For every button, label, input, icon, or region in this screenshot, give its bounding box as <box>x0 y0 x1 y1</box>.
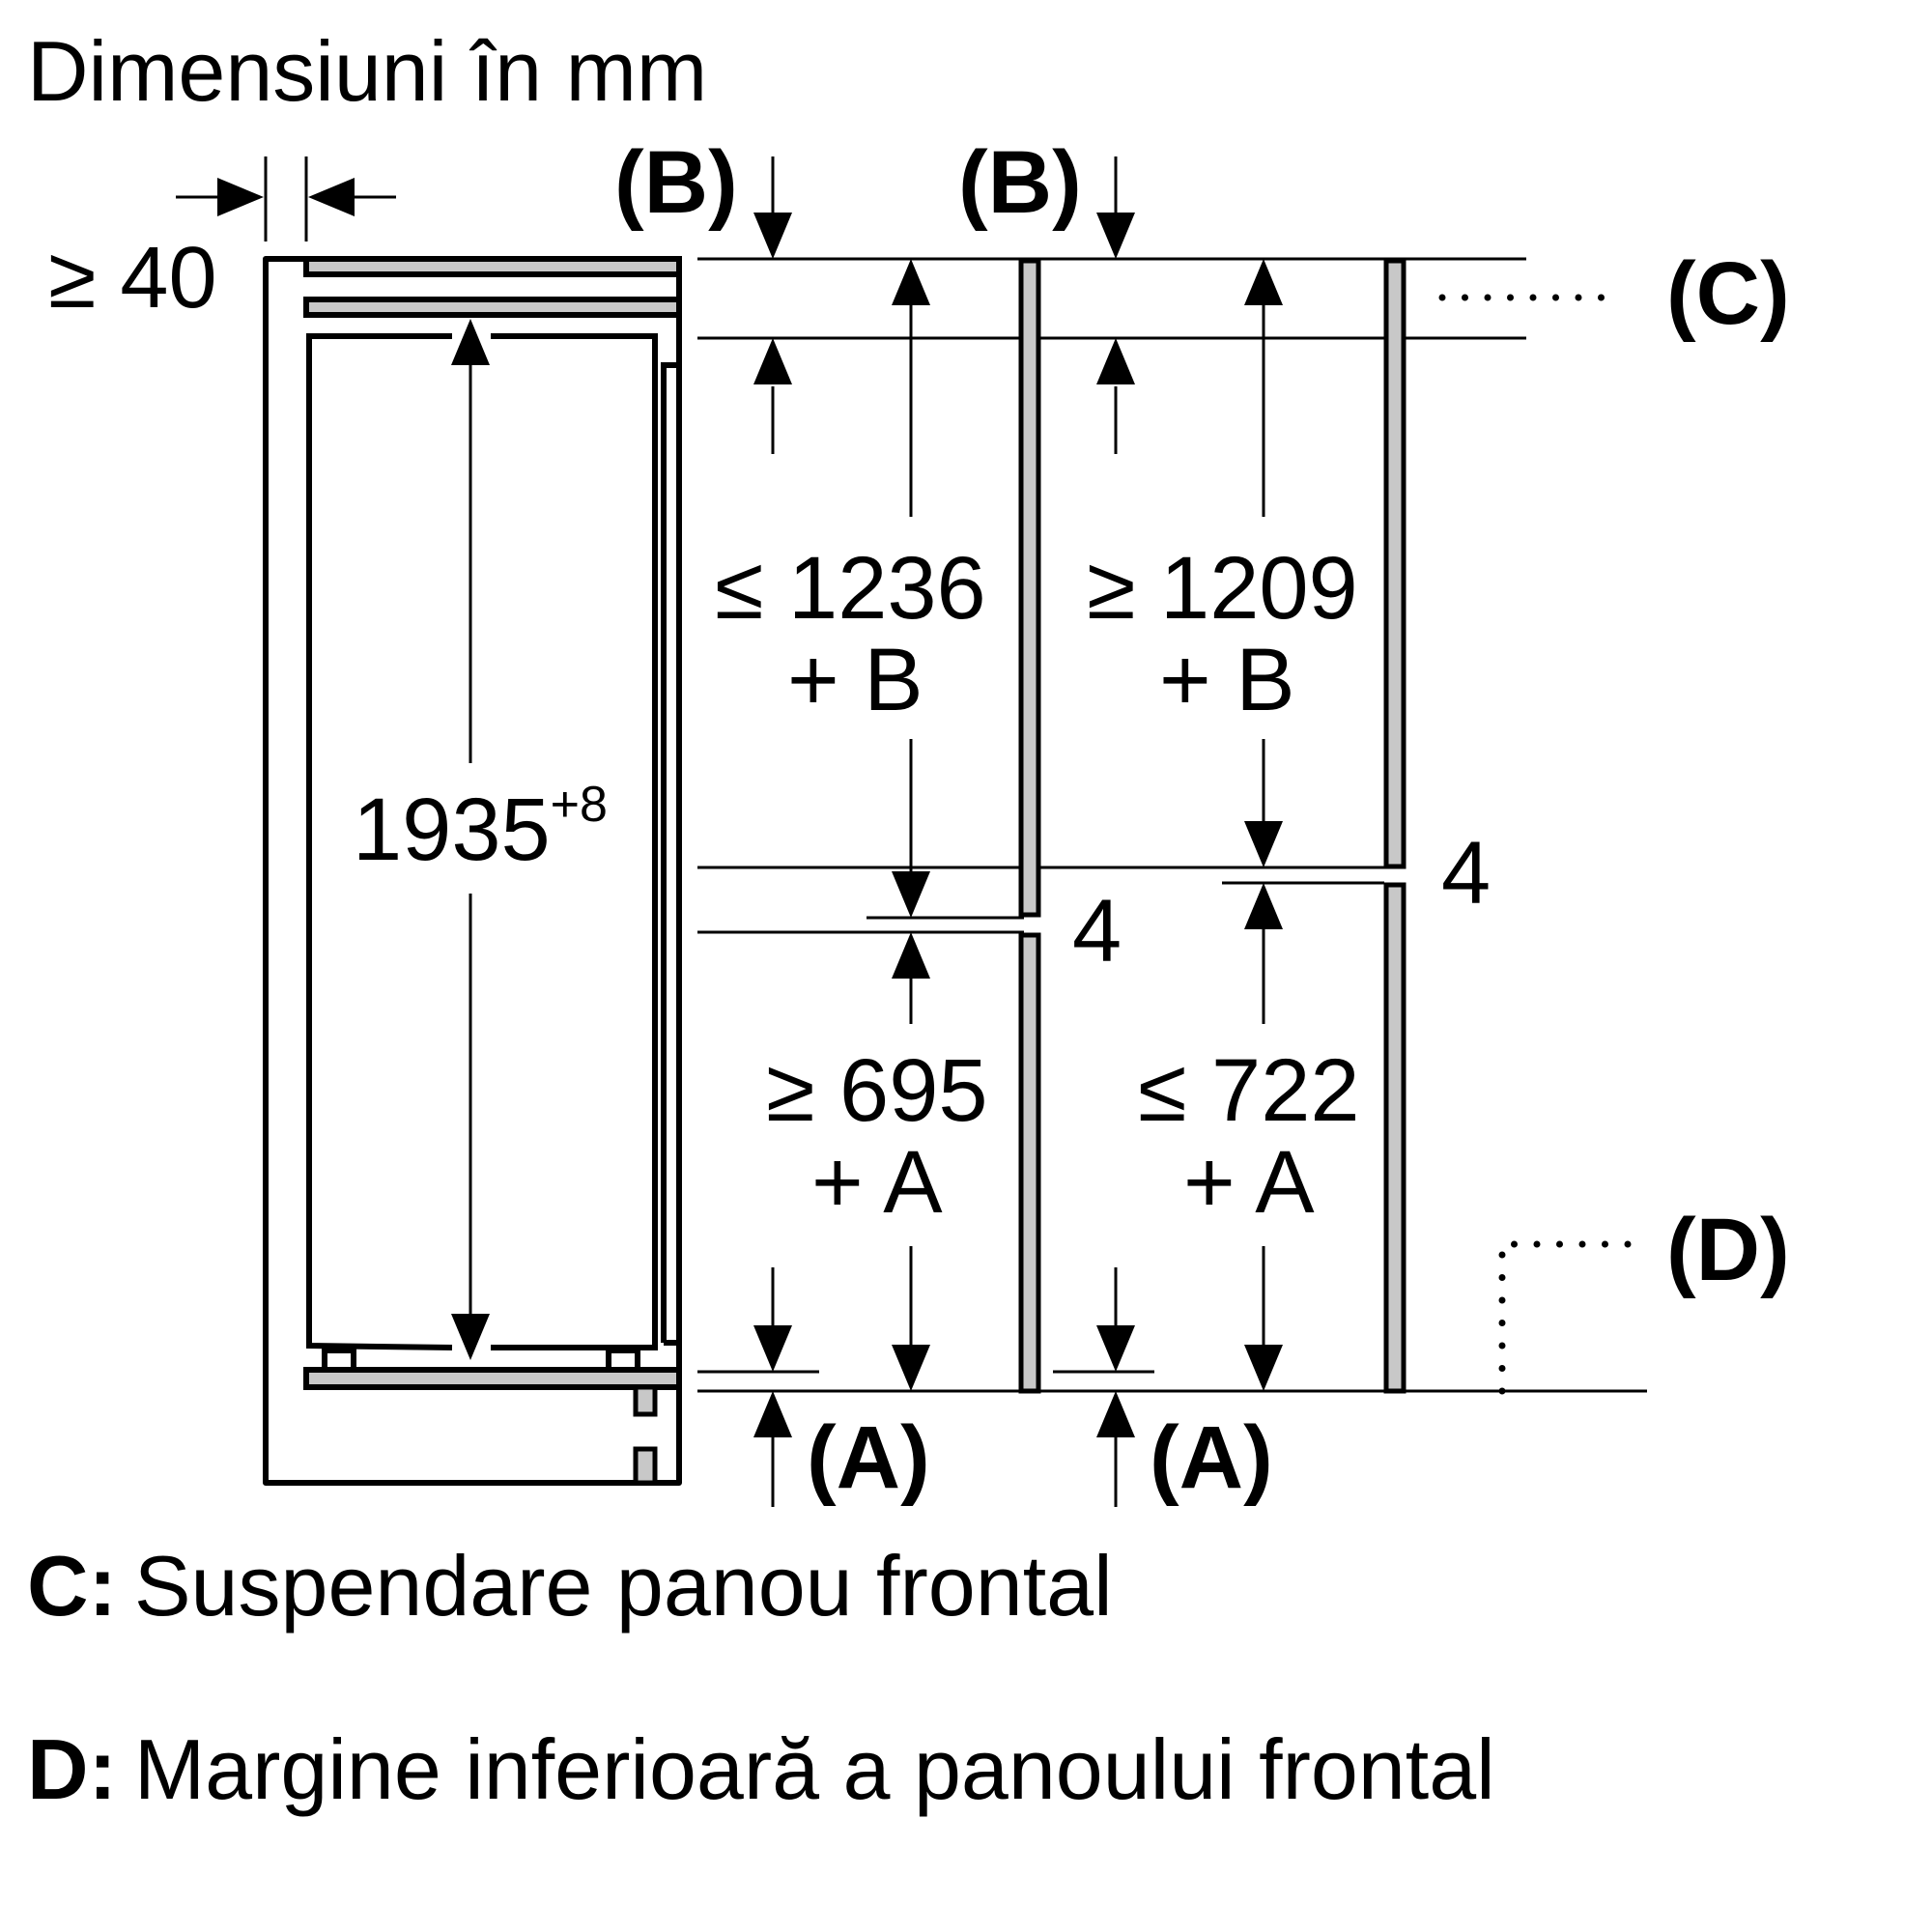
arrowheads-right <box>1096 213 1283 1437</box>
marker-d: (D) <box>1666 1201 1790 1299</box>
plinth-clip-lower <box>633 1446 658 1486</box>
lower-right-dimension-line1: ≤ 722 <box>1138 1041 1360 1140</box>
door-panel-lower-left <box>1018 932 1041 1394</box>
arrowheads-left <box>753 213 930 1437</box>
reference-lines <box>697 257 1647 1393</box>
legend-c-text: Suspendare panou frontal <box>133 1538 1113 1634</box>
marker-c: (C) <box>1666 244 1790 343</box>
legend-d-key: D: <box>27 1721 117 1817</box>
side-clearance-dimension <box>176 156 396 242</box>
upper-left-dimension-line2: + B <box>787 631 923 729</box>
dimension-lines-left <box>771 156 913 1507</box>
legend-c-key: C: <box>27 1538 117 1634</box>
legend-c: C:Suspendare panou frontal <box>27 1544 1113 1629</box>
upper-right-dimension-line1: ≥ 1209 <box>1087 539 1358 638</box>
legend-d: D:Margine inferioară a panoului frontal <box>27 1727 1495 1812</box>
niche-height-label: 1935+8 <box>353 777 608 879</box>
marker-b-right: (B) <box>958 133 1082 232</box>
upper-right-dimension-line2: + B <box>1159 631 1295 729</box>
bottom-panel <box>303 1367 682 1390</box>
door-panel-upper-left <box>1018 258 1041 918</box>
door-panel-upper-right <box>1383 258 1406 869</box>
appliance-body <box>306 333 679 1350</box>
top-panel-lower <box>303 297 682 318</box>
gap-right-label: 4 <box>1441 824 1491 923</box>
side-clearance-label: ≥ 40 <box>48 230 217 327</box>
marker-a-left: (A) <box>807 1408 930 1507</box>
door-panel-lower-right <box>1383 882 1406 1394</box>
page-title: Dimensiuni în mm <box>27 23 708 119</box>
lower-left-dimension-line2: + A <box>811 1133 943 1232</box>
d-leader-dotted <box>1498 1240 1646 1395</box>
lower-right-dimension-line2: + A <box>1183 1133 1315 1232</box>
legend-d-text: Margine inferioară a panoului frontal <box>133 1721 1495 1817</box>
arrow-up-icon <box>451 319 490 365</box>
top-panel-upper <box>303 256 682 277</box>
marker-a-right: (A) <box>1150 1408 1273 1507</box>
dimension-lines-right <box>1114 156 1265 1507</box>
arrow-left-icon <box>308 178 355 216</box>
arrow-down-icon <box>451 1314 490 1360</box>
marker-b-left: (B) <box>614 133 738 232</box>
plinth-clip-upper <box>633 1384 658 1417</box>
gap-left-label: 4 <box>1072 882 1122 980</box>
lower-left-dimension-line1: ≥ 695 <box>766 1041 988 1140</box>
upper-left-dimension-line1: ≤ 1236 <box>715 539 986 638</box>
arrow-right-icon <box>217 178 264 216</box>
